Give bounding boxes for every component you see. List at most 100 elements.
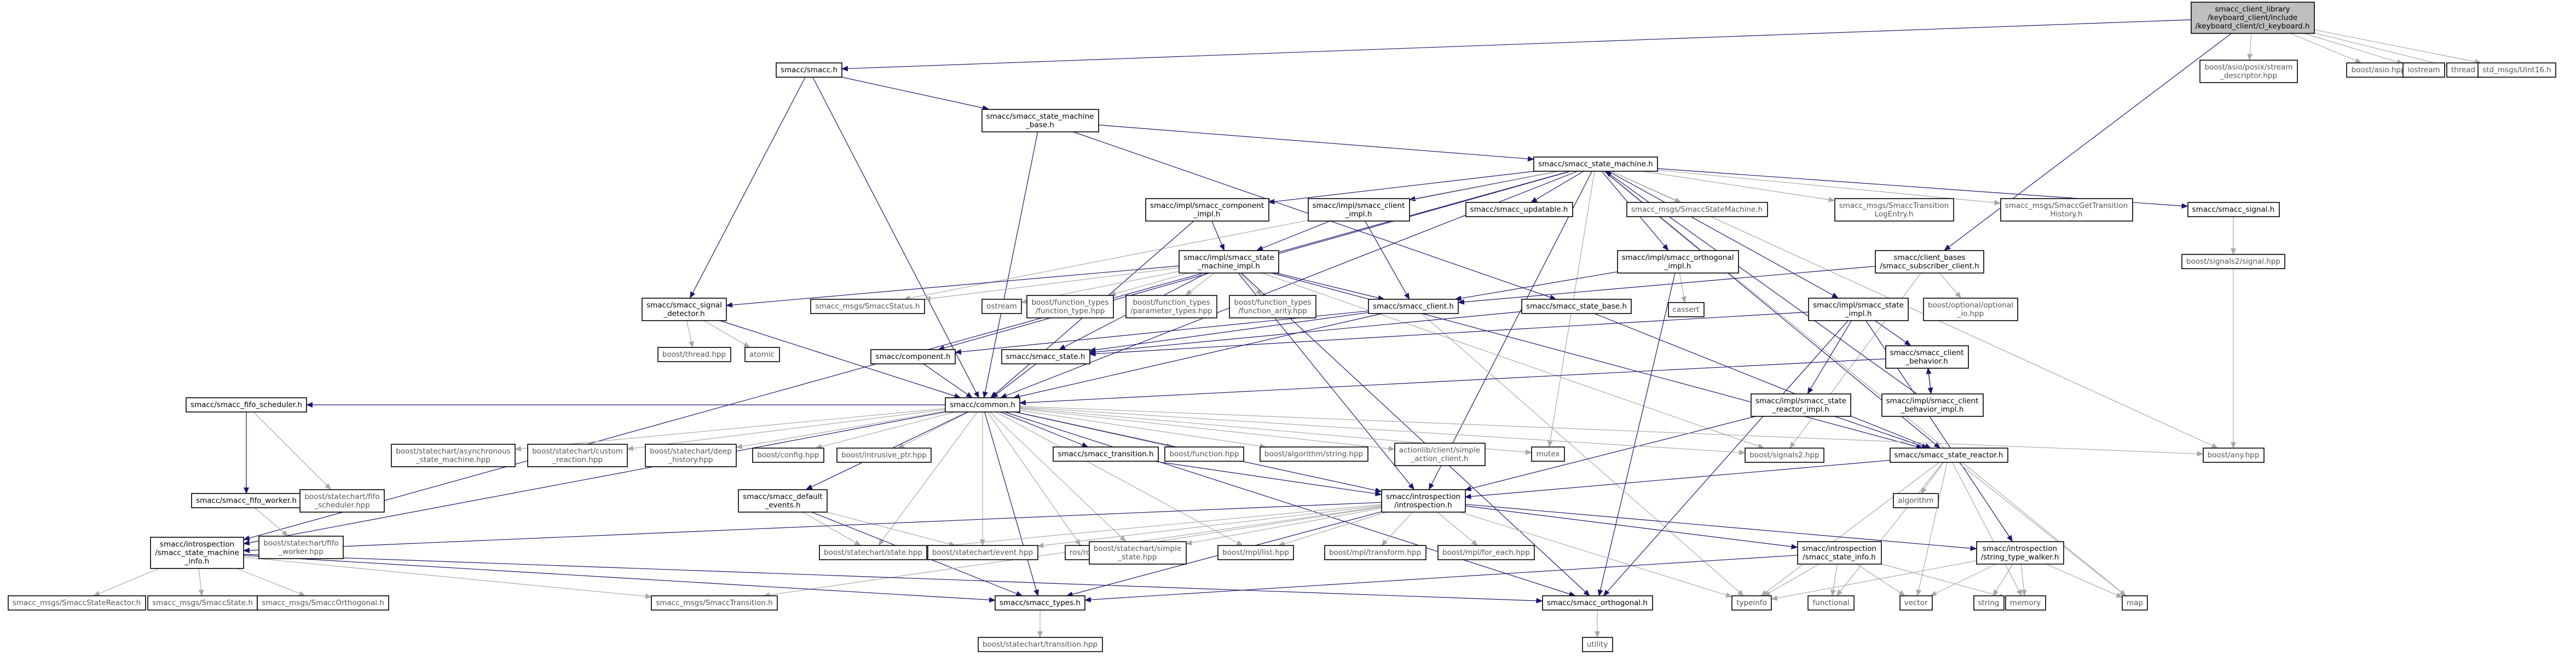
edge-state-impl-to-cb (1874, 320, 1911, 346)
node-types[interactable]: smacc/smacc_types.h (995, 595, 1085, 611)
node-label: smacc/smacc_state_base.h (1526, 302, 1627, 311)
node-box (1026, 295, 1114, 318)
node-fifo-sched[interactable]: smacc/smacc_fifo_scheduler.h (186, 397, 307, 413)
node-client-impl[interactable]: smacc/impl/smacc_client_impl.h (1308, 198, 1410, 222)
node-label: cassert (1673, 305, 1700, 314)
edge-sm-info-to-msg-sr (93, 567, 160, 596)
node-box (1745, 448, 1824, 463)
node-root[interactable]: smacc_client_library/keyboard_client/inc… (2191, 2, 2315, 34)
node-introspection[interactable]: smacc/introspection/introspection.h (1381, 489, 1466, 513)
node-sm-impl[interactable]: smacc/impl/smacc_state_machine_impl.h (1179, 250, 1279, 274)
node-label: _reaction.hpp (552, 456, 603, 465)
node-box (527, 444, 628, 467)
edge-line (1185, 508, 1382, 545)
edge-sr-impl-to-sreactor (1834, 415, 1928, 449)
node-box (870, 349, 956, 364)
edge-line (1211, 220, 1225, 251)
node-box (1394, 443, 1486, 466)
node-client[interactable]: smacc/smacc_client.h (1368, 299, 1459, 314)
node-msg-orth: smacc_msgs/SmaccOrthogonal.h (257, 595, 389, 611)
node-box (1875, 250, 1984, 274)
node-label: _action_client.h (1411, 455, 1469, 463)
edge-line (903, 171, 1560, 301)
node-box (651, 595, 778, 611)
edge-line (1642, 171, 1835, 202)
node-sub-client[interactable]: smacc/client_bases/smacc_subscriber_clie… (1875, 250, 1984, 274)
node-label: boost/function_types (1031, 298, 1108, 307)
edge-common-to-transition (1000, 411, 1089, 448)
node-label: _impl.h (1845, 310, 1872, 318)
node-label: boost/statechart/fifo (304, 492, 379, 501)
node-state-impl[interactable]: smacc/impl/smacc_state_impl.h (1808, 298, 1909, 321)
node-box (1626, 202, 1768, 217)
node-box (1731, 595, 1772, 611)
edge-line (243, 555, 996, 603)
node-cb[interactable]: smacc/smacc_client_behavior.h (1885, 345, 1969, 369)
node-label: boost/statechart/deep (650, 447, 732, 456)
edge-sreactor-to-functional (1836, 462, 1944, 596)
node-box (1324, 545, 1426, 560)
node-label: smacc/smacc_state.h (1006, 352, 1085, 361)
node-thread: thread (2446, 62, 2481, 78)
node-box (1582, 637, 1613, 652)
node-state-info[interactable]: smacc/introspection/smacc_state_info.h (1797, 541, 1882, 565)
edge-common-to-signals2 (1019, 407, 1746, 455)
node-common[interactable]: smacc/common.h (945, 397, 1020, 413)
node-state[interactable]: smacc/smacc_state.h (1001, 349, 1090, 364)
node-box (1881, 393, 1984, 417)
node-label: smacc/smacc_fifo_worker.h (196, 496, 297, 505)
node-box (744, 347, 780, 362)
node-box (776, 62, 842, 78)
node-default-ev[interactable]: smacc/smacc_default_events.h (738, 489, 828, 513)
node-orth-impl[interactable]: smacc/impl/smacc_orthogonal_impl.h (1617, 250, 1739, 274)
node-mpl-foreach: boost/mpl/for_each.hpp (1437, 545, 1535, 560)
node-cassert: cassert (1668, 302, 1705, 317)
edge-sig-det-to-bthread (686, 320, 694, 348)
node-label: smacc/smacc_fifo_scheduler.h (190, 400, 302, 409)
node-smacc-h[interactable]: smacc/smacc.h (776, 62, 842, 78)
node-box (1308, 198, 1410, 222)
node-fifo-worker[interactable]: smacc/smacc_fifo_worker.h (191, 493, 302, 508)
node-sr-impl[interactable]: smacc/impl/smacc_state_reactor_impl.h (1751, 393, 1851, 417)
edge-introspection-to-mpl-foreach (1436, 512, 1478, 546)
edge-line (1760, 462, 1940, 596)
edge-state-base-to-sreactor (1594, 313, 1932, 449)
edge-introspection-to-sc-event (1037, 505, 1382, 548)
node-state-base[interactable]: smacc/smacc_state_base.h (1521, 299, 1632, 314)
edge-line (1454, 271, 1618, 301)
node-box (1001, 349, 1090, 364)
edge-client-impl-to-client (1365, 220, 1410, 300)
node-stw[interactable]: smacc/introspection/string_type_walker.h (1976, 541, 2064, 565)
edge-sm-to-msg-hist (1657, 170, 2001, 206)
node-cb-impl[interactable]: smacc/impl/smacc_client_behavior_impl.h (1881, 393, 1984, 417)
node-sm-info[interactable]: smacc/introspection/smacc_state_machine_… (150, 537, 244, 569)
node-sm[interactable]: smacc/smacc_state_machine.h (1533, 156, 1658, 172)
node-comp-impl[interactable]: smacc/impl/smacc_component_impl.h (1145, 198, 1269, 222)
node-updatable[interactable]: smacc/smacc_updatable.h (1465, 202, 1573, 217)
node-msg-status: smacc_msgs/SmaccStatus.h (810, 299, 925, 314)
edge-line (812, 77, 979, 398)
node-box (1834, 198, 1954, 222)
node-label: smacc_msgs/SmaccStateReactor.h (13, 599, 141, 607)
edge-sm-impl-to-signals2 (1261, 272, 1765, 449)
node-smb[interactable]: smacc/smacc_state_machine_base.h (981, 109, 1099, 132)
edge-line (1992, 564, 2013, 596)
node-sig-det[interactable]: smacc/smacc_signal_detector.h (642, 298, 727, 321)
node-orthogonal[interactable]: smacc/smacc_orthogonal.h (1542, 595, 1653, 611)
node-sig[interactable]: smacc/smacc_signal.h (2187, 202, 2280, 217)
node-label: typeinfo (1736, 599, 1766, 607)
node-sreactor[interactable]: smacc/smacc_state_reactor.h (1890, 448, 2008, 463)
node-label: smacc/smacc.h (781, 66, 838, 74)
edge-stw-to-map (2045, 563, 2123, 598)
node-label: smacc/impl/smacc_client (1313, 201, 1405, 210)
node-transition[interactable]: smacc/smacc_transition.h (1053, 446, 1159, 462)
edge-line (1464, 415, 1757, 491)
node-label: vector (1904, 599, 1928, 607)
edge-line (1019, 358, 1886, 405)
edge-line (1458, 266, 1876, 305)
node-box (945, 397, 1020, 413)
node-component[interactable]: smacc/component.h (870, 349, 956, 364)
node-box (1923, 298, 2018, 321)
edge-sm-impl-to-ft-param (1185, 272, 1215, 296)
edge-state-impl-to-state (1089, 311, 1809, 357)
